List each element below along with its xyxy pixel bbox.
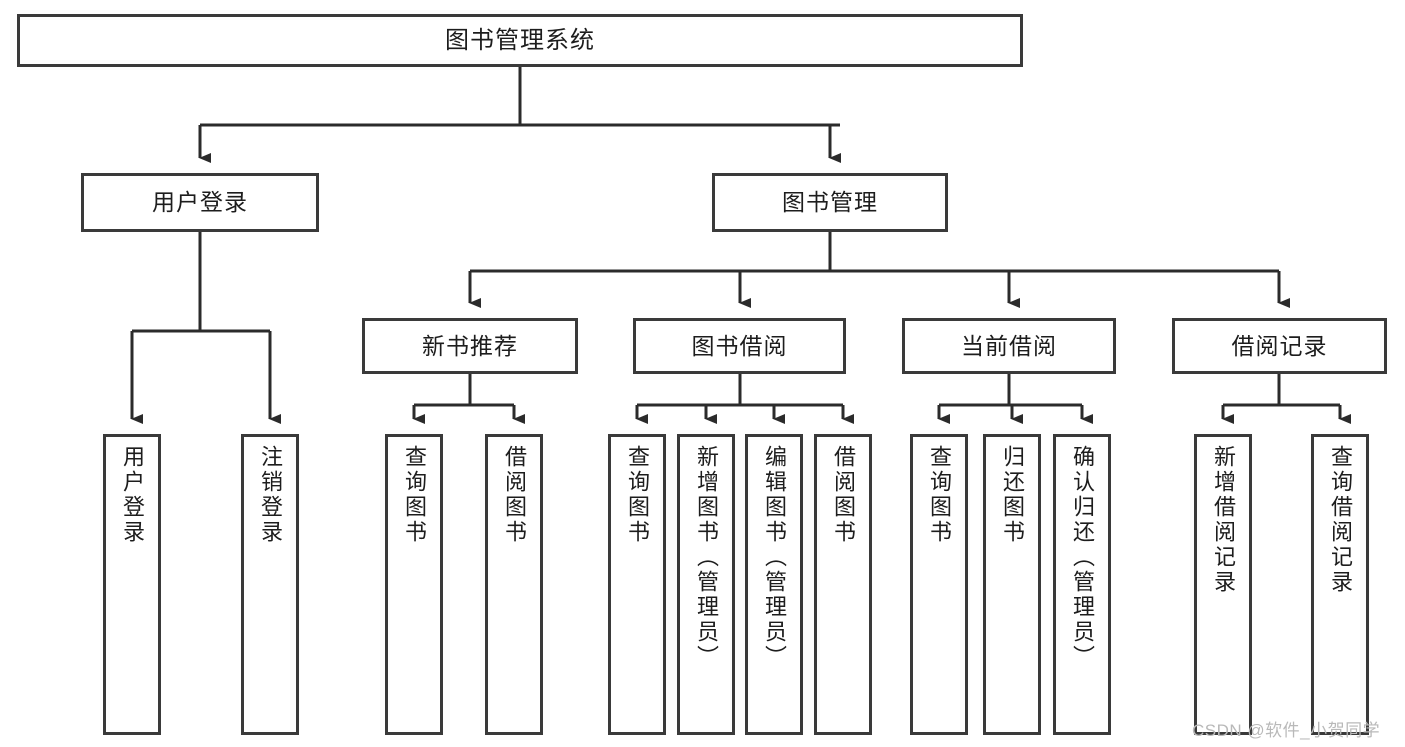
node-leaf-add-borrow-record[interactable]: 新增借阅记录 — [1194, 434, 1252, 735]
node-leaf-query-borrow-record[interactable]: 查询借阅记录 — [1311, 434, 1369, 735]
node-current-borrow-label: 当前借阅 — [961, 332, 1057, 359]
node-current-borrow[interactable]: 当前借阅 — [902, 318, 1116, 374]
node-leaf-borrow-book-1[interactable]: 借阅图书 — [485, 434, 543, 735]
node-leaf-confirm-return-admin-label: 确认归还（管理员） — [1070, 445, 1095, 670]
node-leaf-return-book[interactable]: 归还图书 — [983, 434, 1041, 735]
node-new-book-recommend[interactable]: 新书推荐 — [362, 318, 578, 374]
node-leaf-query-book-1[interactable]: 查询图书 — [385, 434, 443, 735]
node-leaf-add-borrow-record-label: 新增借阅记录 — [1211, 445, 1236, 595]
node-book-borrow-label: 图书借阅 — [691, 332, 788, 359]
node-new-book-recommend-label: 新书推荐 — [422, 332, 518, 359]
node-leaf-confirm-return-admin[interactable]: 确认归还（管理员） — [1053, 434, 1111, 735]
node-book-manage[interactable]: 图书管理 — [712, 173, 948, 232]
node-leaf-borrow-book-2-label: 借阅图书 — [831, 445, 856, 545]
node-borrow-record[interactable]: 借阅记录 — [1172, 318, 1387, 374]
node-leaf-query-book-2[interactable]: 查询图书 — [608, 434, 666, 735]
node-borrow-record-label: 借阅记录 — [1231, 332, 1328, 359]
node-leaf-borrow-book-2[interactable]: 借阅图书 — [814, 434, 872, 735]
node-root[interactable]: 图书管理系统 — [17, 14, 1023, 67]
node-leaf-user-login-label: 用户登录 — [120, 445, 145, 545]
node-book-manage-label: 图书管理 — [782, 189, 878, 216]
node-leaf-logout-login-label: 注销登录 — [258, 445, 283, 545]
node-root-label: 图书管理系统 — [445, 26, 595, 54]
node-leaf-edit-book-admin[interactable]: 编辑图书（管理员） — [745, 434, 803, 735]
node-leaf-add-book-admin-label: 新增图书（管理员） — [694, 445, 719, 670]
node-leaf-query-book-3-label: 查询图书 — [927, 445, 952, 545]
node-user-login-label: 用户登录 — [152, 189, 248, 216]
node-leaf-edit-book-admin-label: 编辑图书（管理员） — [762, 445, 787, 670]
node-leaf-return-book-label: 归还图书 — [1000, 445, 1025, 545]
node-leaf-query-borrow-record-label: 查询借阅记录 — [1328, 445, 1353, 595]
node-leaf-query-book-3[interactable]: 查询图书 — [910, 434, 968, 735]
node-leaf-query-book-1-label: 查询图书 — [402, 445, 427, 545]
node-book-borrow[interactable]: 图书借阅 — [633, 318, 846, 374]
node-leaf-logout-login[interactable]: 注销登录 — [241, 434, 299, 735]
node-leaf-query-book-2-label: 查询图书 — [625, 445, 650, 545]
node-leaf-add-book-admin[interactable]: 新增图书（管理员） — [677, 434, 735, 735]
node-leaf-borrow-book-1-label: 借阅图书 — [502, 445, 527, 545]
node-leaf-user-login[interactable]: 用户登录 — [103, 434, 161, 735]
node-user-login[interactable]: 用户登录 — [81, 173, 319, 232]
